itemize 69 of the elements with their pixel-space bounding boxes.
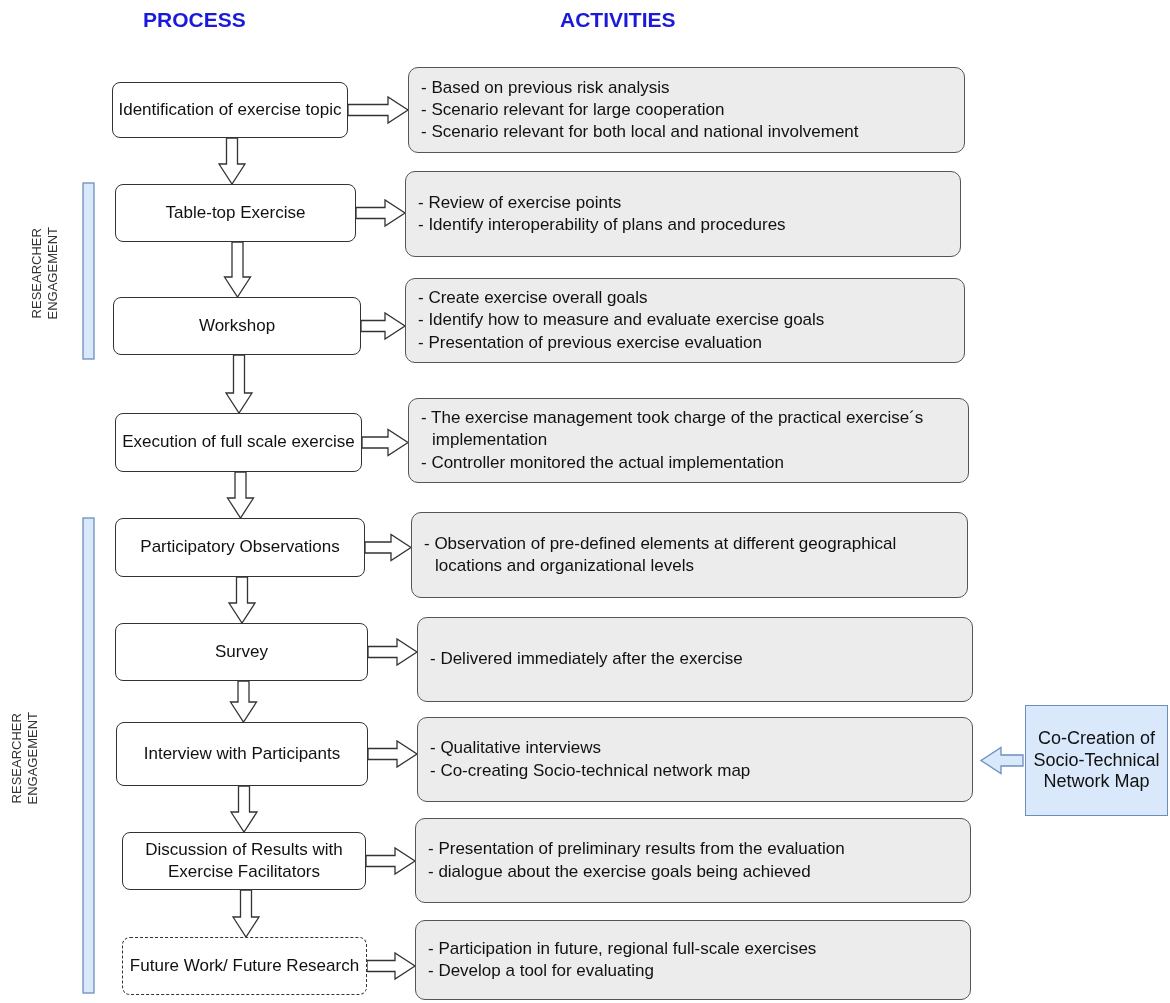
activity-item: - Co-creating Socio-technical network map: [430, 759, 752, 782]
node-label: Future Work/ Future Research: [129, 954, 360, 977]
column-header: ACTIVITIES: [560, 8, 676, 32]
activity-item: - Develop a tool for evaluating: [428, 960, 655, 982]
block-arrow: [361, 428, 410, 457]
process-box: [115, 518, 365, 577]
activity-box: [415, 818, 971, 903]
activity-item: - Observation of pre-defined elements at different geographical locations and organizational levels: [424, 532, 898, 577]
activity-item: - Identify how to measure and evaluate exercise goals: [418, 309, 826, 332]
block-arrow: [367, 739, 419, 769]
activity-box: [408, 67, 965, 153]
node-label: Survey: [215, 640, 268, 663]
activity-item: - Participation in future, regional full-scale exercises: [428, 937, 818, 960]
activity-item: - Qualitative interviews: [430, 737, 602, 760]
block-arrow: [217, 137, 247, 186]
activity-item: - Scenario relevant for large cooperation: [421, 98, 726, 121]
activity-box: [408, 398, 969, 483]
activity-item: - Identify interoperability of plans and procedures: [418, 214, 787, 236]
activity-box: [405, 278, 965, 363]
activity-item: - Scenario relevant for both local and national involvement: [421, 121, 860, 144]
block-arrow: [229, 680, 258, 724]
block-arrow: [355, 198, 407, 228]
activity-item: - Review of exercise points: [418, 191, 623, 214]
activity-box: [417, 717, 973, 802]
block-arrow: [979, 746, 1024, 775]
process-box: [116, 722, 368, 786]
side-label: RESEARCHER ENGAGEMENT: [8, 711, 41, 807]
block-arrow: [227, 576, 257, 625]
block-arrow: [226, 471, 255, 520]
node-label: Workshop: [198, 314, 276, 337]
block-arrow: [229, 785, 259, 834]
activity-item: - Presentation of previous exercise evaluation: [418, 331, 763, 354]
block-arrow: [365, 846, 417, 876]
process-box: [115, 184, 356, 242]
node-label: Execution of full scale exercise: [122, 431, 355, 454]
activity-box: [405, 171, 961, 257]
process-box: [122, 937, 367, 995]
block-arrow: [224, 354, 254, 415]
node-label: Discussion of Results with Exercise Facilitators: [144, 838, 344, 883]
activity-box: [411, 512, 968, 598]
process-box: [113, 297, 361, 355]
activity-box: [415, 920, 971, 1000]
activity-box: [417, 617, 973, 702]
node-label: Identification of exercise topic: [118, 98, 342, 121]
node-label: Co-Creation of Socio-Technical Network Map: [1032, 728, 1161, 793]
block-arrow: [364, 533, 413, 562]
activity-item: - dialogue about the exercise goals being achieved: [428, 860, 812, 883]
activity-item: - Based on previous risk analysis: [421, 76, 671, 99]
node-label: Interview with Participants: [143, 742, 341, 765]
block-arrow: [223, 241, 252, 299]
block-arrow: [360, 311, 407, 341]
activity-item: - The exercise management took charge of the practical exercise´s implementation: [421, 407, 925, 452]
column-header: PROCESS: [143, 8, 246, 32]
block-arrow: [367, 637, 419, 667]
activity-item: - Presentation of preliminary results from the evaluation: [428, 838, 846, 861]
block-arrow: [231, 889, 261, 939]
side-label: RESEARCHER ENGAGEMENT: [28, 226, 61, 322]
activity-item: - Delivered immediately after the exercise: [430, 648, 744, 671]
node-label: Participatory Observations: [140, 536, 340, 559]
process-box: [115, 413, 362, 472]
input-box: [1025, 705, 1168, 816]
activity-item: - Create exercise overall goals: [418, 287, 649, 310]
process-box: [115, 623, 368, 681]
process-box: [112, 82, 348, 138]
node-label: Table-top Exercise: [165, 201, 306, 224]
activity-item: - Controller monitored the actual implementation: [421, 451, 785, 474]
process-box: [122, 832, 366, 890]
block-arrow: [366, 951, 417, 981]
block-arrow: [347, 95, 410, 125]
